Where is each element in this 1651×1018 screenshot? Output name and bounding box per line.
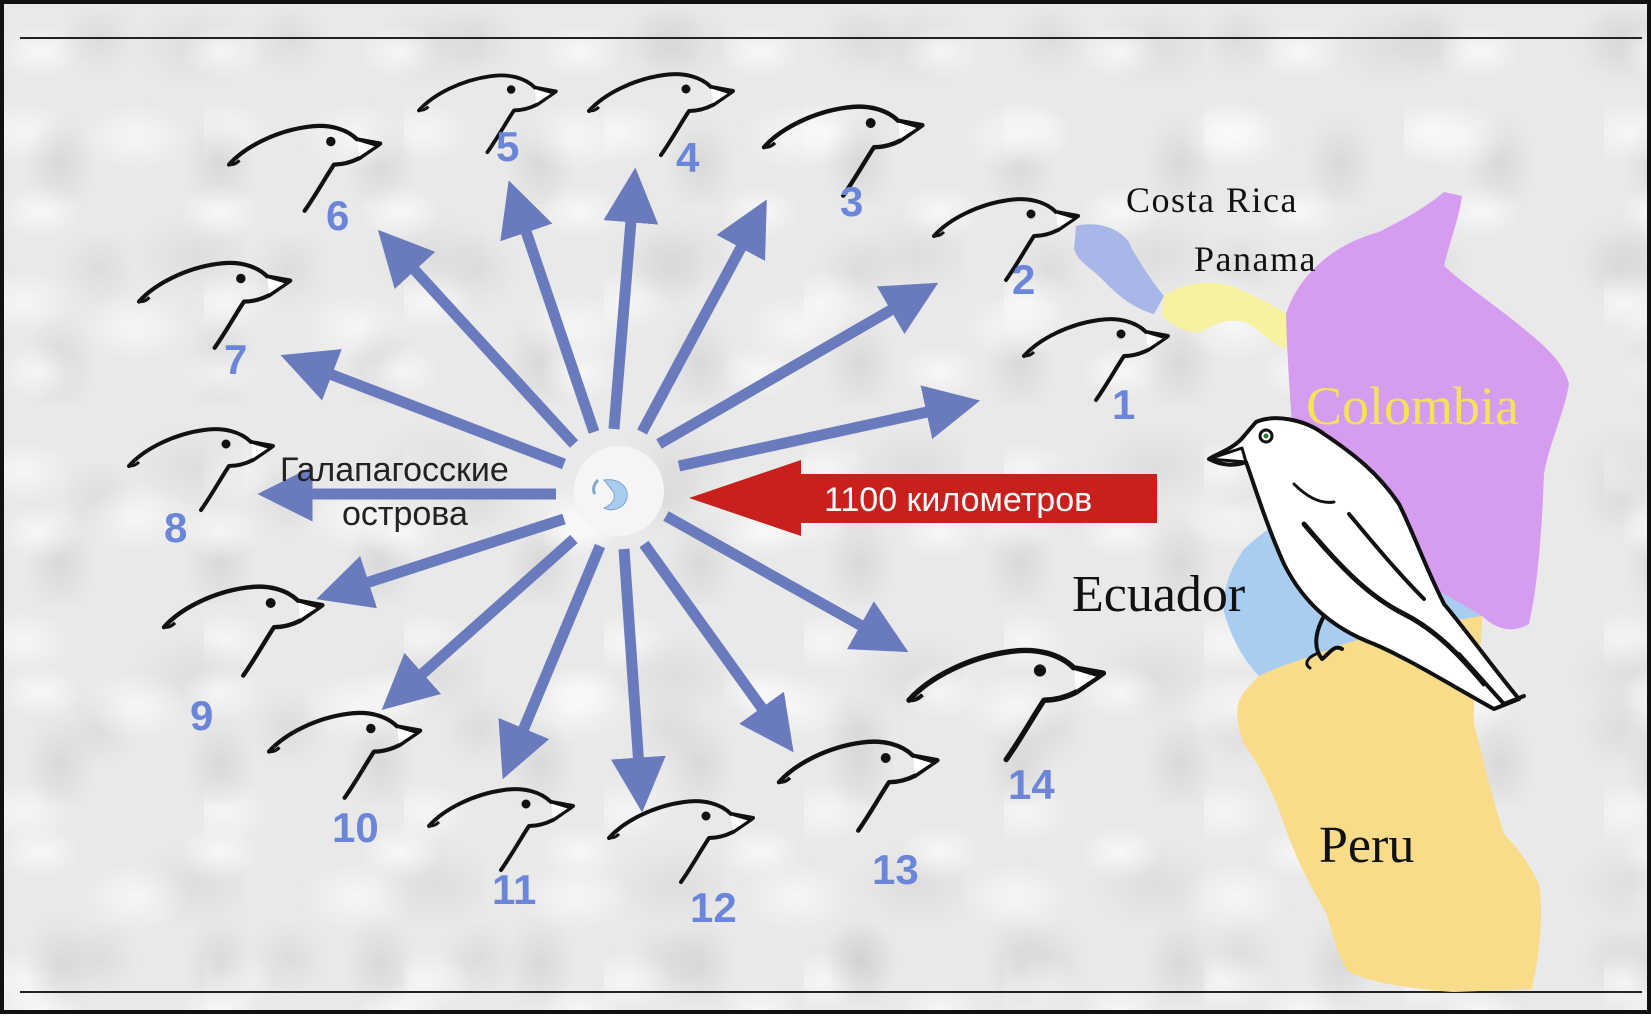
galapagos-label-line2: острова [342,495,468,533]
finch-head-1 [1022,317,1170,402]
finch-number-10: 10 [332,804,379,851]
finch-number-8: 8 [164,504,187,551]
finch-head-9 [164,587,322,676]
finch-head-6 [229,126,380,211]
finch-number-12: 12 [690,884,737,931]
panama-region [1162,282,1289,349]
finch-number-9: 9 [190,692,213,739]
finch-head-5 [417,73,558,155]
colombia-label: Colombia [1306,376,1519,436]
finch-numbers: 1 2 3 4 5 6 7 8 9 10 11 12 13 14 [164,123,1135,931]
distance-label: 1100 километров [824,481,1092,519]
finch-number-13: 13 [872,846,919,893]
finch-number-6: 6 [326,192,349,239]
galapagos-label-line1: Галапагосские [280,451,509,489]
finch-number-14: 14 [1008,761,1055,808]
finch-head-13 [779,742,937,831]
finch-head-10 [269,713,420,798]
finch-number-4: 4 [676,134,700,181]
finch-head-12 [607,799,755,884]
costa-rica-label: Costa Rica [1126,180,1298,220]
peru-label: Peru [1319,817,1414,874]
costa-rica-region [1074,224,1164,314]
finch-head-4 [587,72,735,157]
panama-label: Panama [1194,239,1317,279]
finch-number-7: 7 [224,336,247,383]
perched-finch-illustration [1207,416,1526,711]
peru-region [1237,616,1542,992]
ecuador-label: Ecuador [1072,566,1245,623]
finch-diagram: Costa Rica Panama Colombia Ecuador Peru [20,37,1642,993]
finch-number-5: 5 [496,123,519,170]
finch-head-14 [909,650,1103,759]
finch-number-3: 3 [840,178,863,225]
finch-number-1: 1 [1112,381,1135,428]
finch-number-11: 11 [492,866,536,913]
distance-arrow: 1100 километров [689,460,1157,536]
finch-head-11 [427,787,575,872]
galapagos-islands-marker [574,446,664,536]
finch-head-7 [139,263,290,348]
dispersal-arrows [257,167,981,813]
finch-head-2 [932,197,1080,282]
finch-number-2: 2 [1012,256,1035,303]
finch-head-8 [127,427,275,512]
